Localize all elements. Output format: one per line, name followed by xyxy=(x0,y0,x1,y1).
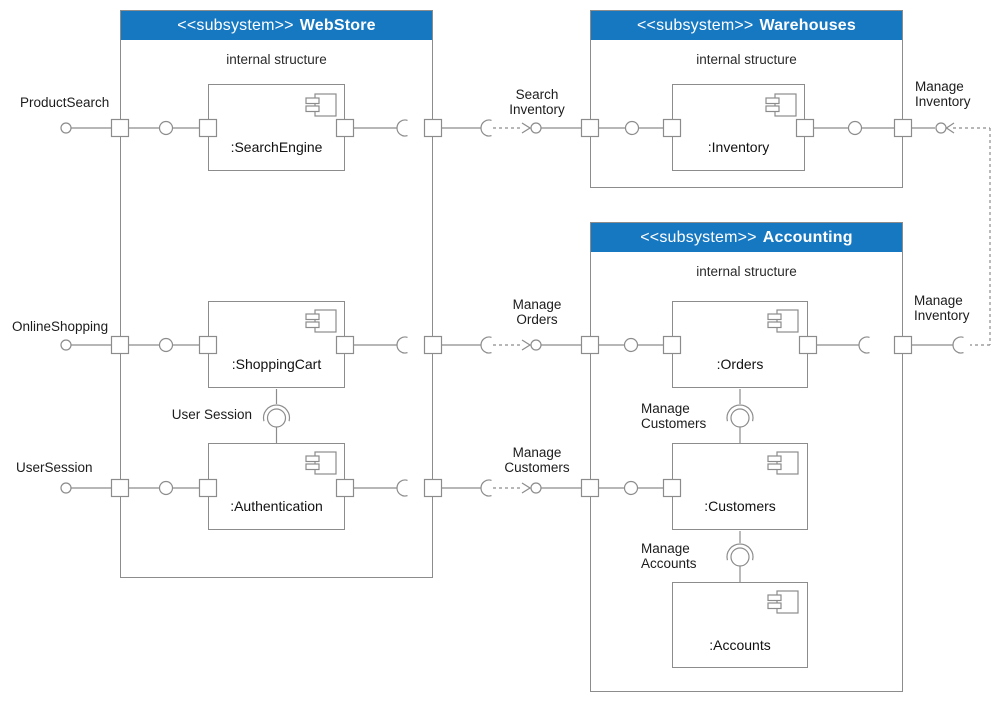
component-name: :Accounts xyxy=(709,637,771,653)
label-product-search: ProductSearch xyxy=(20,95,110,110)
internal-structure-label: internal structure xyxy=(696,52,797,67)
label-online-shopping: OnlineShopping xyxy=(12,319,109,334)
subsystem-name: WebStore xyxy=(299,16,376,34)
component-searchengine: :SearchEngine xyxy=(208,84,345,171)
label-manage-inventory-top: Manage Inventory xyxy=(915,79,971,109)
subsystem-warehouses-header: <<subsystem>> Warehouses xyxy=(591,11,902,40)
subsystem-accounting-header: <<subsystem>> Accounting xyxy=(591,223,902,252)
provided-interface-ball xyxy=(530,122,542,134)
subsystem-name: Accounting xyxy=(762,228,853,246)
component-authentication: :Authentication xyxy=(208,443,345,530)
label-manage-orders: Manage Orders xyxy=(512,297,562,327)
component-name: :SearchEngine xyxy=(230,139,323,155)
component-shoppingcart: :ShoppingCart xyxy=(208,301,345,388)
label-manage-inventory-right: Manage Inventory xyxy=(914,293,970,323)
component-orders: :Orders xyxy=(672,301,808,388)
required-interface-socket xyxy=(480,336,492,354)
subsystem-stereotype: <<subsystem>> xyxy=(640,228,757,246)
component-name: :Authentication xyxy=(230,498,323,514)
component-inventory: :Inventory xyxy=(672,84,805,171)
connector-manage-customers xyxy=(442,479,581,497)
connector-search-inventory xyxy=(442,119,581,137)
label-user-session-port: UserSession xyxy=(16,460,93,475)
label-manage-customers-mid: Manage Customers xyxy=(504,445,570,475)
provided-interface-ball xyxy=(60,339,72,351)
subsystem-stereotype: <<subsystem>> xyxy=(637,16,754,34)
component-customers: :Customers xyxy=(672,443,808,530)
internal-structure-label: internal structure xyxy=(226,52,327,67)
label-manage-customers-inner: Manage Customers xyxy=(641,401,707,431)
internal-structure-label: internal structure xyxy=(696,264,797,279)
dependency-arrowhead xyxy=(945,122,955,134)
dependency-arrowhead xyxy=(521,482,532,494)
subsystem-stereotype: <<subsystem>> xyxy=(177,16,294,34)
label-manage-accounts: Manage Accounts xyxy=(641,541,697,571)
component-name: :Customers xyxy=(704,498,776,514)
label-user-session-assembly: User Session xyxy=(171,407,252,422)
subsystem-webstore-header: <<subsystem>> WebStore xyxy=(121,11,432,40)
component-accounts: :Accounts xyxy=(672,582,808,668)
connector-manage-orders xyxy=(442,336,581,354)
dependency-arrowhead xyxy=(521,122,532,134)
required-interface-socket xyxy=(480,479,492,497)
provided-interface-ball xyxy=(935,122,947,134)
label-search-inventory: Search Inventory xyxy=(509,87,565,117)
subsystem-name: Warehouses xyxy=(759,16,856,34)
provided-interface-ball xyxy=(60,482,72,494)
required-interface-socket xyxy=(480,119,492,137)
provided-interface-ball xyxy=(530,482,542,494)
required-interface-socket xyxy=(952,336,964,354)
provided-interface-ball xyxy=(60,122,72,134)
component-name: :Inventory xyxy=(707,139,770,155)
component-name: :ShoppingCart xyxy=(231,356,322,372)
dependency-arrowhead xyxy=(521,339,532,351)
component-name: :Orders xyxy=(716,356,764,372)
provided-interface-ball xyxy=(530,339,542,351)
